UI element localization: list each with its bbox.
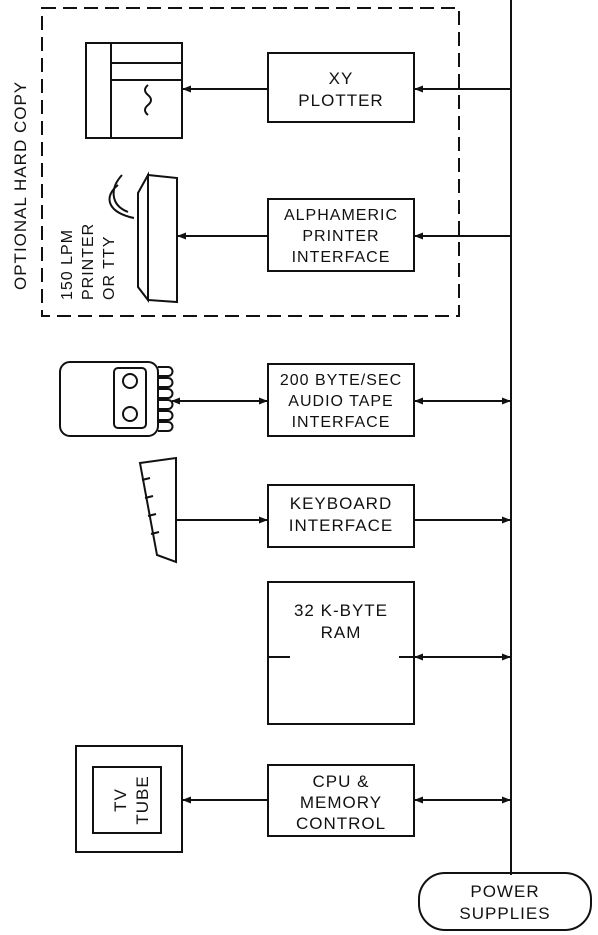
optional-hard-copy-region xyxy=(41,7,460,317)
power-supplies-label-line-2: SUPPLIES xyxy=(459,904,550,923)
tape-recorder-icon xyxy=(59,361,174,437)
tape-interface-label-line-2: AUDIO TAPE xyxy=(288,393,393,410)
printer-interface-label-line-1: ALPHAMERIC xyxy=(284,207,398,224)
cpu-label-line-2: MEMORY xyxy=(300,793,382,812)
keyboard-device-icon xyxy=(138,456,177,564)
tv-tube-label-line-1: TV xyxy=(111,788,130,812)
plotter-device-icon xyxy=(85,42,183,139)
printer-interface-label-line-2: PRINTER xyxy=(302,228,379,245)
ram-label-line-1: 32 K-BYTE xyxy=(294,601,388,620)
tape-interface-label-line-1: 200 BYTE/SEC xyxy=(280,372,402,389)
tv-tube-label-line-2: TUBE xyxy=(133,775,152,824)
keyboard-interface-box xyxy=(267,484,415,548)
printer-label-line-2: PRINTER xyxy=(80,223,97,300)
cpu-label-line-3: CONTROL xyxy=(296,814,386,833)
xy-plotter-label-line-1: XY xyxy=(329,69,354,88)
printer-device-icon xyxy=(108,171,178,304)
printer-interface-label-line-3: INTERFACE xyxy=(292,249,391,266)
power-supplies-label-line-1: POWER xyxy=(470,882,539,901)
keyboard-interface-label-line-2: INTERFACE xyxy=(289,516,393,535)
tape-interface-label-line-3: INTERFACE xyxy=(292,414,391,431)
ram-label-line-2: RAM xyxy=(321,623,362,642)
printer-label-line-1: 150 LPM xyxy=(59,229,76,300)
optional-hard-copy-label: OPTIONAL HARD COPY xyxy=(11,81,30,290)
cpu-label-line-1: CPU & xyxy=(313,772,370,791)
xy-plotter-label-line-2: PLOTTER xyxy=(298,91,383,110)
printer-label-line-3: OR TTY xyxy=(101,236,118,300)
ram-box xyxy=(267,581,415,725)
tv-device-icon xyxy=(75,745,183,853)
power-supplies-box xyxy=(418,872,592,931)
tape-interface-box xyxy=(267,363,415,437)
xy-plotter-box xyxy=(267,52,415,123)
keyboard-interface-label-line-1: KEYBOARD xyxy=(290,494,392,513)
